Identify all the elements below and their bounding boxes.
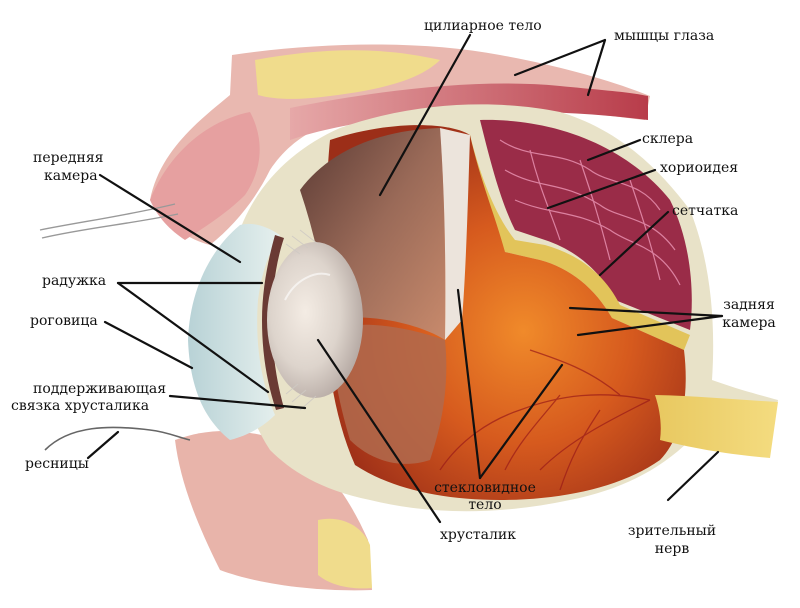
lower-fat-pad xyxy=(318,518,372,589)
label-anterior-chamber-line2: камера xyxy=(44,168,98,184)
leader-zonule xyxy=(168,394,307,410)
leader-ciliary xyxy=(378,33,472,197)
label-optic-nerve-line1: зрительный xyxy=(627,523,717,539)
lower-eyelash xyxy=(44,426,191,451)
label-zonule-line1: поддерживающая xyxy=(33,381,167,397)
label-posterior-chamber-line2: камера xyxy=(722,315,776,331)
label-posterior-chamber-line1: задняя xyxy=(723,297,775,313)
leader-cornea xyxy=(103,320,194,370)
leader-vitreous-b xyxy=(478,363,564,480)
choroid-layer xyxy=(480,119,692,331)
leader-vitreous-a xyxy=(456,288,482,480)
leader-retina xyxy=(598,210,670,277)
leader-posterior-b xyxy=(576,314,724,337)
choroid-vessels xyxy=(499,139,681,286)
label-retina: сетчатка xyxy=(672,203,739,219)
leader-optic-nerve xyxy=(666,450,720,502)
leader-posterior-a xyxy=(568,306,724,318)
section-plane xyxy=(440,128,470,340)
label-ciliary-body: цилиарное тело xyxy=(424,18,542,34)
label-anterior-chamber-line1: передняя xyxy=(33,150,104,166)
lens-highlight xyxy=(284,272,331,301)
leader-choroid xyxy=(546,168,657,210)
label-eyelashes: ресницы xyxy=(25,456,89,472)
leader-eye-muscles-b xyxy=(586,38,607,97)
upper-eyelash xyxy=(39,203,176,231)
leader-lens xyxy=(316,338,442,524)
optic-nerve xyxy=(655,395,778,458)
upper-eyelid-skin xyxy=(150,112,260,240)
label-cornea: роговица xyxy=(30,313,98,329)
label-vitreous-line2: тело xyxy=(468,497,502,513)
retinal-vessels xyxy=(439,349,651,491)
leader-anterior-chamber xyxy=(98,173,242,264)
label-sclera: склера xyxy=(642,131,694,147)
cornea xyxy=(188,223,280,440)
upper-fat-pad xyxy=(255,50,440,99)
upper-eyelash-2 xyxy=(41,213,179,239)
label-optic-nerve-line2: нерв xyxy=(654,541,690,557)
iris xyxy=(262,235,284,410)
label-choroid: хориоидея xyxy=(660,160,739,176)
leader-eye-muscles-a xyxy=(513,38,607,77)
leader-lines xyxy=(86,33,724,524)
label-lens: хрусталик xyxy=(440,527,517,543)
leader-iris-b xyxy=(116,281,270,394)
label-vitreous-line1: стекловидное xyxy=(434,480,536,496)
ciliary-lower xyxy=(330,324,447,464)
leader-eyelashes xyxy=(86,430,120,460)
label-iris: радужка xyxy=(42,273,107,289)
label-eye-muscles: мышцы глаза xyxy=(614,28,715,44)
lens-body xyxy=(267,242,363,398)
retina-layer xyxy=(458,135,690,350)
leader-sclera xyxy=(586,138,642,162)
label-zonule-line2: связка хрусталика xyxy=(11,398,150,414)
